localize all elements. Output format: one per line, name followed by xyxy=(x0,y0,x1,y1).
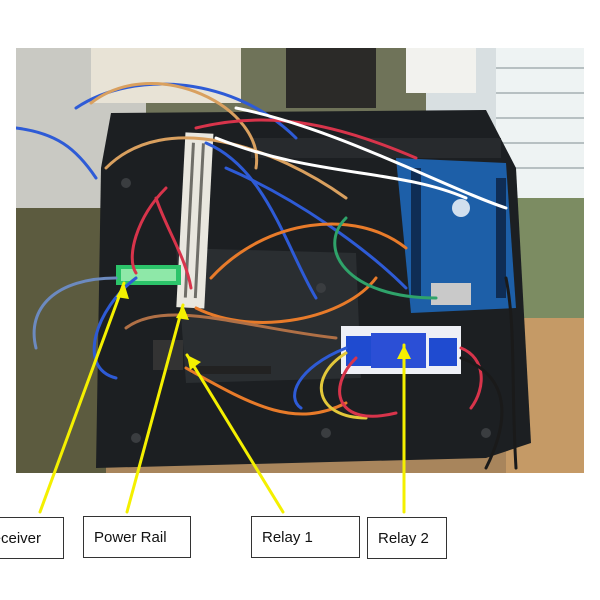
callout-arrowhead-power-rail xyxy=(176,305,189,320)
callout-line-receiver xyxy=(38,281,126,514)
callout-arrowhead-receiver xyxy=(116,283,129,299)
callout-line-relay1 xyxy=(185,353,285,514)
label-relay2: Relay 2 xyxy=(367,517,447,559)
label-relay1-text: Relay 1 xyxy=(262,528,313,546)
label-power-rail: Power Rail xyxy=(83,516,191,558)
callout-arrowhead-relay2 xyxy=(397,345,411,359)
label-receiver: eceiver xyxy=(0,517,64,559)
label-power-rail-text: Power Rail xyxy=(94,528,167,546)
callout-arrowhead-relay1 xyxy=(187,355,201,370)
photo xyxy=(16,48,584,473)
label-relay1: Relay 1 xyxy=(251,516,360,558)
label-relay2-text: Relay 2 xyxy=(378,529,429,547)
callout-line-power-rail xyxy=(125,303,185,514)
label-receiver-text: eceiver xyxy=(0,529,41,547)
arduino-board xyxy=(396,158,516,313)
